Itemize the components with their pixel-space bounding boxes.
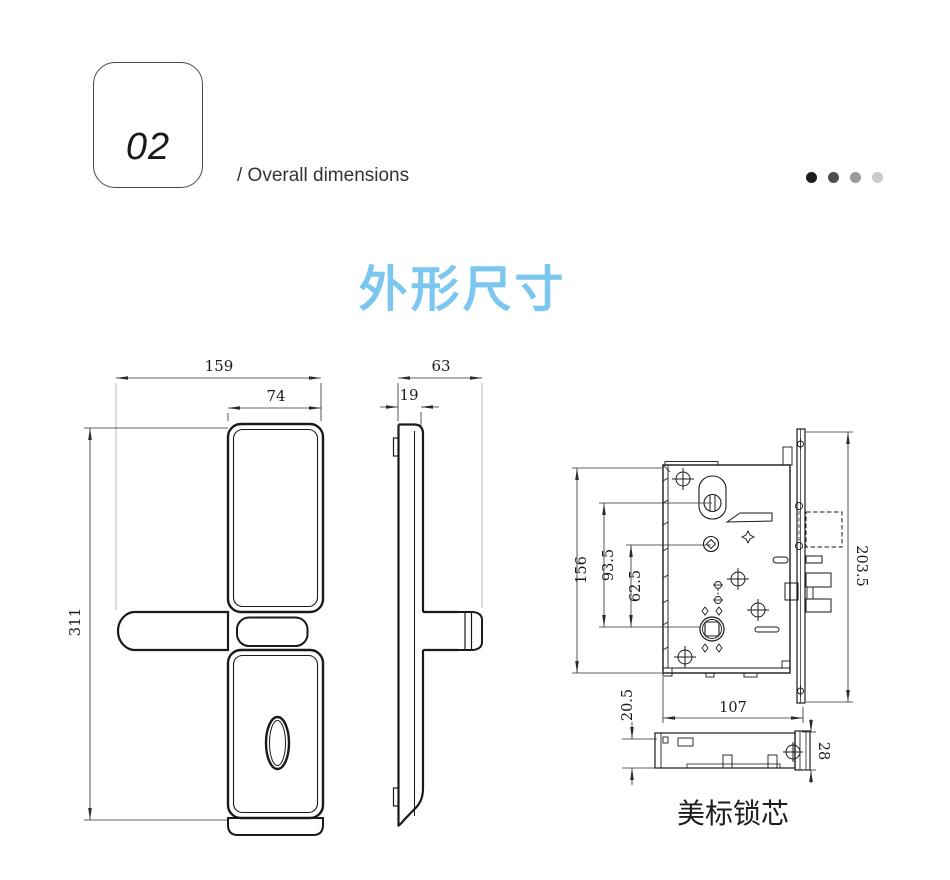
case-edge-ticks — [662, 477, 669, 651]
spindle-hole — [702, 535, 720, 553]
latch-wedge — [725, 512, 773, 523]
bottom-screw-hole — [783, 742, 803, 762]
pagination-dot-4 — [872, 172, 883, 183]
section-subtitle: / Overall dimensions — [237, 165, 410, 186]
section-number: 02 — [125, 126, 171, 168]
pagination-dot-3 — [850, 172, 861, 183]
pagination-dot-1 — [806, 172, 817, 183]
dim-case-width: 107 — [719, 700, 747, 716]
dim-case-height: 156 — [574, 556, 590, 584]
dim-front-panel-width: 74 — [266, 387, 285, 405]
spindle-hub — [699, 616, 725, 642]
small-bolts — [713, 581, 723, 604]
lock-bottom-view-drawing: 20.5 28 美标锁芯 — [620, 689, 831, 830]
dim-bottom-height: 28 — [815, 742, 831, 760]
page-title: 外形尺寸 — [358, 261, 567, 318]
pagination-dots — [806, 172, 883, 183]
dim-faceplate-height: 203.5 — [853, 545, 869, 587]
front-view-drawing: 159 74 311 — [66, 357, 325, 836]
dim-cylinder-to-hub: 93.5 — [601, 549, 617, 581]
screw-holes — [672, 468, 769, 668]
dim-front-total-width: 159 — [205, 357, 234, 375]
side-view-drawing: 63 19 — [380, 357, 483, 827]
pagination-dot-2 — [828, 172, 839, 183]
deadbolt-hidden-outline — [805, 511, 843, 548]
lock-body-caption: 美标锁芯 — [677, 797, 789, 830]
hub-diamonds — [701, 606, 723, 653]
dim-front-total-height: 311 — [66, 608, 84, 637]
dim-side-total-depth: 63 — [431, 357, 450, 375]
dim-spindle-to-hub: 62.5 — [628, 570, 644, 602]
dim-side-body-depth: 19 — [399, 386, 418, 404]
cylinder-hole — [698, 475, 727, 520]
latch-bolt-parts — [784, 555, 832, 613]
dim-case-bottom-offset: 20.5 — [620, 689, 636, 721]
lock-body-drawing: 156 93.5 62.5 203.5 107 — [572, 428, 869, 723]
section-number-badge: 02 — [93, 62, 203, 188]
